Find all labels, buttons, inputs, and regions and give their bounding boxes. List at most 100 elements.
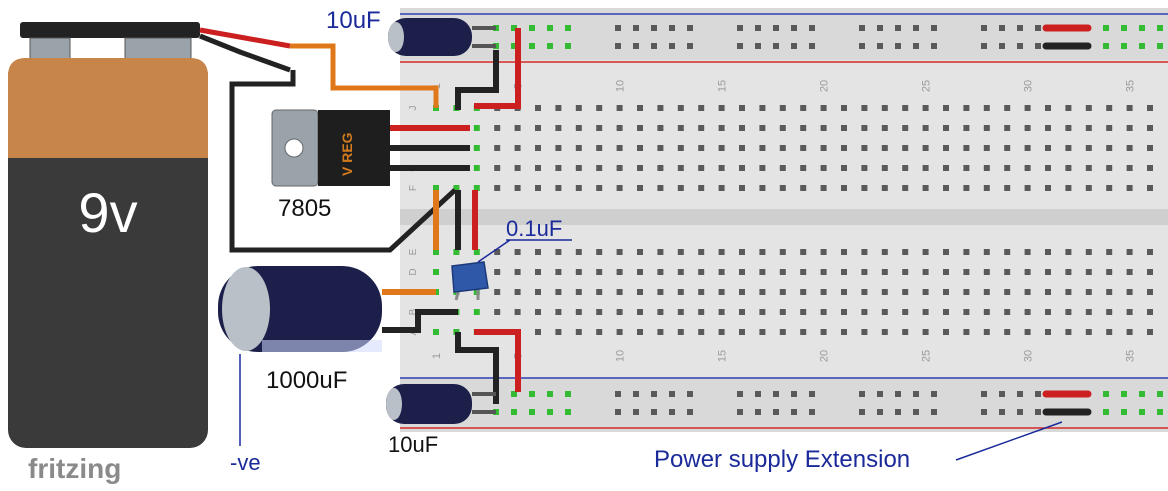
breadboard-hole	[1045, 249, 1051, 255]
breadboard-hole	[759, 165, 766, 171]
breadboard-hole	[596, 269, 603, 275]
breadboard-hole	[1004, 309, 1011, 315]
power-rail-hole	[999, 391, 1005, 397]
power-rail-hole	[773, 391, 779, 397]
breadboard-hole	[1045, 165, 1051, 171]
breadboard-hole	[698, 145, 705, 151]
breadboard-hole	[535, 125, 541, 131]
breadboard-hole	[494, 145, 501, 151]
breadboard-hole	[535, 309, 541, 315]
power-rail-hole	[737, 409, 743, 415]
breadboard-hole	[718, 105, 725, 111]
bulk-cap-end	[222, 267, 270, 351]
column-number: 10	[615, 80, 627, 92]
breadboard-hole	[1085, 269, 1092, 275]
breadboard-hole	[943, 105, 949, 111]
row-letter: F	[408, 185, 419, 191]
breadboard-hole	[1126, 165, 1133, 171]
power-rail-hole	[791, 43, 797, 49]
breadboard-hole	[1085, 165, 1092, 171]
breadboard-hole	[718, 185, 725, 191]
breadboard-hole	[1147, 329, 1153, 335]
breadboard-hole	[922, 269, 929, 275]
breadboard-hole	[1147, 165, 1153, 171]
breadboard-hole	[820, 269, 827, 275]
row-letter: D	[408, 268, 419, 275]
power-rail-hole	[615, 43, 621, 49]
breadboard-hole	[698, 269, 705, 275]
breadboard-hole	[616, 165, 623, 171]
breadboard-hole	[1004, 185, 1011, 191]
breadboard-hole	[902, 165, 909, 171]
breadboard-hole	[902, 269, 909, 275]
column-number: 20	[819, 350, 831, 362]
breadboard-hole	[677, 309, 684, 315]
power-rail-hole	[737, 43, 743, 49]
breadboard-hole	[698, 125, 705, 131]
breadboard-hole	[759, 185, 766, 191]
breadboard-hole	[759, 309, 766, 315]
breadboard-hole	[841, 309, 847, 315]
breadboard-hole	[1004, 165, 1011, 171]
power-rail-hole	[999, 25, 1005, 31]
power-rail-hole	[511, 43, 517, 49]
breadboard-hole	[861, 185, 868, 191]
breadboard-hole	[800, 249, 807, 255]
power-rail-hole	[669, 25, 675, 31]
ceramic-cap-leader-line	[477, 239, 511, 263]
capacitor-10uf-bottom: 10uF	[386, 384, 496, 457]
breadboard-hole	[1024, 145, 1031, 151]
power-rail-hole	[913, 25, 919, 31]
power-rail-hole	[877, 409, 883, 415]
breadboard-hole	[841, 145, 847, 151]
breadboard-hole	[1065, 269, 1072, 275]
power-rail-hole	[511, 409, 517, 415]
battery-black-wire	[199, 33, 291, 73]
power-rail-hole	[981, 25, 987, 31]
power-rail-hole	[755, 391, 761, 397]
breadboard-hole	[1106, 249, 1113, 255]
breadboard-hole	[616, 269, 623, 275]
bulk-cap-label: 1000uF	[266, 367, 347, 394]
power-rail-hole	[999, 409, 1005, 415]
breadboard-hole	[494, 125, 501, 131]
breadboard-hole	[779, 185, 786, 191]
power-rail-hole	[895, 43, 901, 49]
breadboard-hole	[596, 125, 603, 131]
breadboard-hole	[698, 289, 705, 295]
bulk-cap-negative-stripe	[262, 340, 382, 352]
power-rail-hole	[877, 391, 883, 397]
breadboard-hole	[575, 125, 582, 131]
breadboard-hole	[616, 329, 623, 335]
breadboard-hole	[922, 329, 929, 335]
battery-cap	[20, 22, 200, 38]
power-rail-hole	[931, 43, 937, 49]
breadboard-hole	[1024, 329, 1031, 335]
voltage-regulator-7805: V REG 7805	[271, 109, 470, 222]
breadboard-hole	[718, 145, 725, 151]
breadboard-hole	[779, 309, 786, 315]
breadboard-hole	[1147, 309, 1153, 315]
breadboard-hole	[1085, 125, 1092, 131]
power-rail-hole	[1103, 391, 1109, 397]
power-rail-hole	[651, 25, 657, 31]
power-rail-hole	[1017, 409, 1023, 415]
ceramic-cap-body	[451, 261, 489, 293]
breadboard-hole	[1045, 329, 1051, 335]
breadboard-hole	[1147, 249, 1153, 255]
power-rail-hole	[529, 409, 535, 415]
breadboard-hole	[1126, 309, 1133, 315]
breadboard-hole	[1004, 329, 1011, 335]
extension-label: Power supply Extension	[654, 446, 910, 473]
column-number: 15	[717, 350, 729, 362]
breadboard-hole	[759, 269, 766, 275]
capacitor-ceramic-0-1uf: 0.1uF	[451, 216, 572, 301]
breadboard-hole	[494, 249, 501, 255]
breadboard-hole	[555, 289, 562, 295]
breadboard-hole	[657, 329, 664, 335]
power-rail-hole	[1139, 409, 1145, 415]
breadboard-hole	[1106, 125, 1113, 131]
breadboard-hole	[1065, 165, 1072, 171]
breadboard-hole	[739, 289, 745, 295]
power-rail-hole	[687, 25, 693, 31]
